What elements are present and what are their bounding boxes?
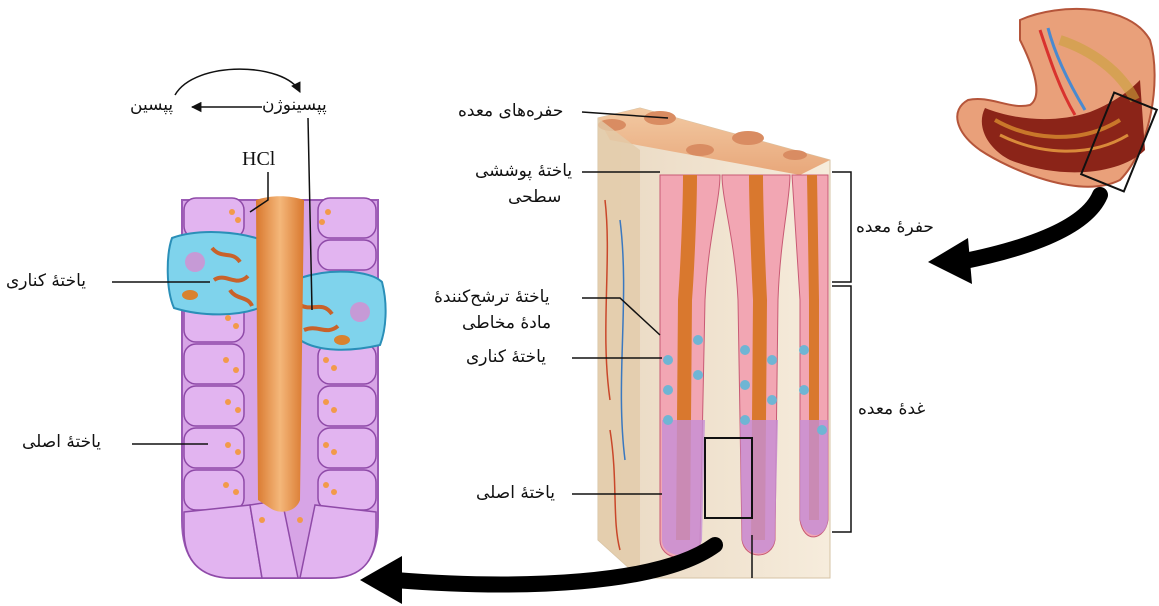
surface-epithelial-label-1: یاختهٔ پوششی bbox=[475, 160, 572, 183]
pepsinogen-label: پپسینوژن bbox=[262, 94, 327, 117]
chief-cell-label-left: یاختهٔ اصلی bbox=[22, 431, 101, 454]
parietal-cell-label-left: یاختهٔ کناری bbox=[6, 270, 86, 293]
pepsin-label: پپسین bbox=[130, 94, 173, 117]
parietal-cell-label-middle: یاختهٔ کناری bbox=[466, 346, 546, 369]
mucus-cell-label-2: مادهٔ مخاطی bbox=[462, 312, 551, 335]
surface-epithelial-label-2: سطحی bbox=[508, 186, 561, 209]
gastric-gland-bracket-label: غدهٔ معده bbox=[858, 398, 925, 421]
chief-cell-label-middle: یاختهٔ اصلی bbox=[476, 482, 555, 505]
right-brackets bbox=[832, 172, 851, 532]
hcl-label: HCl bbox=[242, 146, 275, 173]
curved-arrow-right bbox=[928, 195, 1100, 284]
zoomed-gland bbox=[168, 196, 386, 578]
gland-tubes bbox=[660, 175, 828, 558]
gastric-wall-block bbox=[598, 108, 830, 578]
gastric-pit-bracket-label: حفرهٔ معده bbox=[856, 216, 934, 239]
stomach-illustration bbox=[957, 9, 1157, 192]
gland-lumen bbox=[256, 196, 304, 511]
mucus-cell-label-1: یاختهٔ ترشح‌کنندهٔ bbox=[434, 286, 550, 309]
gastric-pits-label: حفره‌های معده bbox=[458, 100, 563, 123]
